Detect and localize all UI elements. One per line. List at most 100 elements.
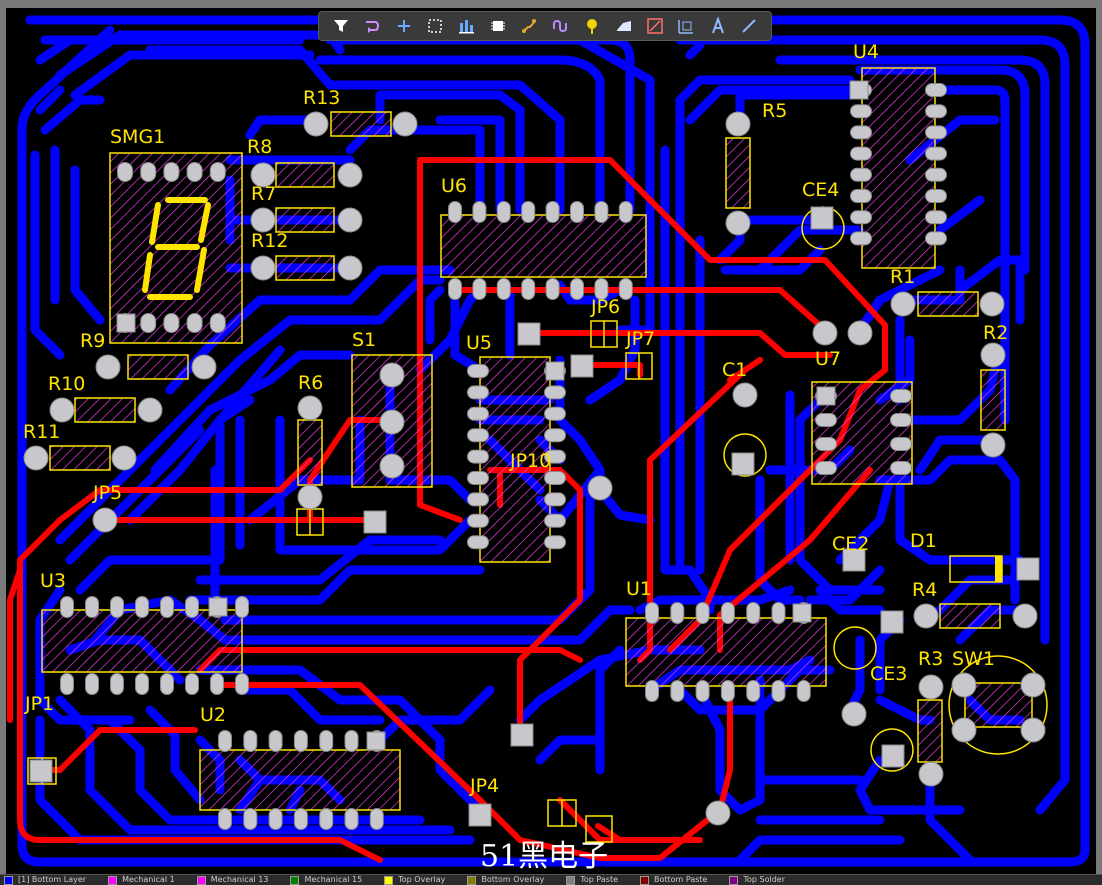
pad[interactable] xyxy=(110,673,124,695)
pad[interactable] xyxy=(812,320,838,346)
smg1-display[interactable] xyxy=(109,152,243,344)
u3-ic[interactable] xyxy=(41,609,243,673)
pad[interactable] xyxy=(951,717,977,743)
plus-icon[interactable] xyxy=(392,14,416,38)
pad[interactable] xyxy=(448,278,462,300)
pad[interactable] xyxy=(618,278,633,300)
pad[interactable] xyxy=(979,291,1005,317)
pad[interactable] xyxy=(913,603,939,629)
pad[interactable] xyxy=(344,808,359,830)
pad[interactable] xyxy=(544,406,566,421)
pad[interactable] xyxy=(210,673,224,695)
pad[interactable] xyxy=(951,672,977,698)
pad[interactable] xyxy=(850,125,872,140)
pad[interactable] xyxy=(618,201,633,223)
pad[interactable] xyxy=(235,596,249,618)
pad[interactable] xyxy=(850,146,872,161)
pad-square[interactable] xyxy=(881,744,905,768)
pad-square[interactable] xyxy=(510,723,534,747)
pad[interactable] xyxy=(23,445,49,471)
filter-icon[interactable] xyxy=(329,14,353,38)
pad-square[interactable] xyxy=(29,759,53,783)
pad[interactable] xyxy=(890,291,916,317)
pad-square[interactable] xyxy=(842,548,866,572)
pad[interactable] xyxy=(521,278,536,300)
u4-ic[interactable] xyxy=(861,67,936,269)
pad[interactable] xyxy=(85,596,99,618)
pad[interactable] xyxy=(521,201,536,223)
pad[interactable] xyxy=(111,445,137,471)
pad-square[interactable] xyxy=(366,731,386,751)
pad-square[interactable] xyxy=(880,610,904,634)
pad[interactable] xyxy=(725,210,751,236)
pad[interactable] xyxy=(594,278,609,300)
pad[interactable] xyxy=(467,492,489,507)
pad[interactable] xyxy=(337,162,363,188)
component-icon[interactable] xyxy=(486,14,510,38)
pad[interactable] xyxy=(925,210,947,225)
pad[interactable] xyxy=(980,342,1006,368)
pad[interactable] xyxy=(209,313,226,333)
resistor-bodies[interactable] xyxy=(49,111,1006,763)
pad[interactable] xyxy=(303,111,329,137)
pad[interactable] xyxy=(544,385,566,400)
pad[interactable] xyxy=(847,320,873,346)
pad[interactable] xyxy=(732,382,758,408)
pad[interactable] xyxy=(160,673,174,695)
u6-ic[interactable] xyxy=(440,214,647,278)
sw1-body[interactable] xyxy=(964,682,1033,728)
pad[interactable] xyxy=(337,255,363,281)
via-icon[interactable] xyxy=(580,14,604,38)
pad[interactable] xyxy=(268,730,283,752)
pad[interactable] xyxy=(544,492,566,507)
pad[interactable] xyxy=(890,437,912,451)
pad[interactable] xyxy=(218,808,232,830)
pad[interactable] xyxy=(570,201,584,223)
pad[interactable] xyxy=(890,389,912,403)
length-tune-icon[interactable] xyxy=(549,14,573,38)
pad[interactable] xyxy=(925,189,947,203)
pad[interactable] xyxy=(695,680,710,702)
pad[interactable] xyxy=(293,808,308,830)
pad[interactable] xyxy=(925,167,947,182)
pad-square[interactable] xyxy=(208,597,228,617)
pad-square[interactable] xyxy=(570,354,594,378)
pad[interactable] xyxy=(850,167,872,182)
pad[interactable] xyxy=(268,808,283,830)
pad[interactable] xyxy=(544,535,566,550)
pad[interactable] xyxy=(925,125,947,140)
pad[interactable] xyxy=(392,111,418,137)
pad[interactable] xyxy=(137,397,163,423)
pad-square[interactable] xyxy=(517,322,541,346)
pad[interactable] xyxy=(319,730,334,752)
pad[interactable] xyxy=(163,162,180,182)
pad[interactable] xyxy=(670,680,685,702)
pad[interactable] xyxy=(467,449,489,464)
pad[interactable] xyxy=(918,761,944,787)
pad[interactable] xyxy=(319,808,334,830)
pad[interactable] xyxy=(841,701,867,727)
pad[interactable] xyxy=(140,162,157,182)
pad[interactable] xyxy=(545,201,560,223)
pad[interactable] xyxy=(337,207,363,233)
pad[interactable] xyxy=(746,602,761,624)
keepout-icon[interactable] xyxy=(643,14,667,38)
pad[interactable] xyxy=(925,83,947,97)
pad[interactable] xyxy=(980,432,1006,458)
pad[interactable] xyxy=(570,278,584,300)
pad[interactable] xyxy=(186,313,203,333)
pad[interactable] xyxy=(243,730,258,752)
pad[interactable] xyxy=(472,278,487,300)
pad[interactable] xyxy=(448,201,462,223)
pad-square[interactable] xyxy=(816,386,836,406)
capacitors[interactable] xyxy=(723,206,914,772)
pad[interactable] xyxy=(467,364,489,378)
pad[interactable] xyxy=(160,596,174,618)
pad[interactable] xyxy=(815,413,837,427)
pad[interactable] xyxy=(297,484,323,510)
pad[interactable] xyxy=(163,313,180,333)
text-icon[interactable] xyxy=(706,14,730,38)
pad[interactable] xyxy=(925,146,947,161)
